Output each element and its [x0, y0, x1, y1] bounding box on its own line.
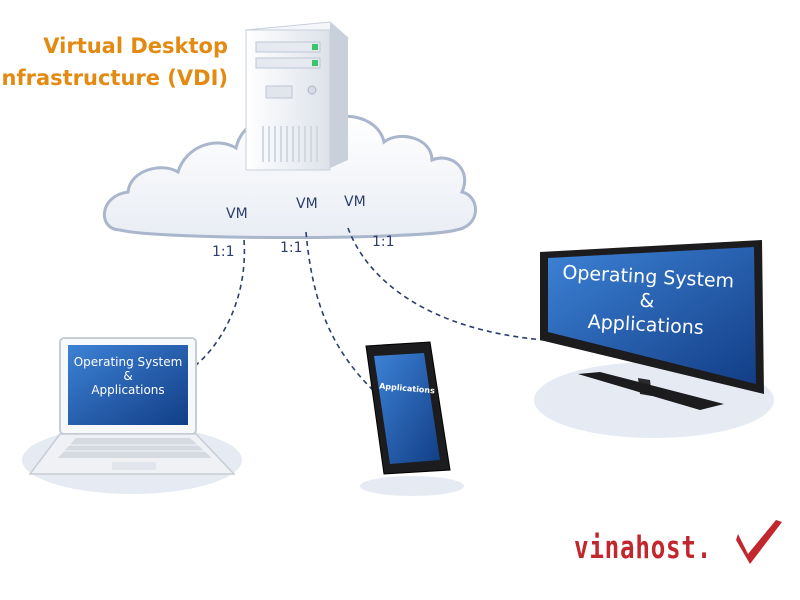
monitor-screen-text: Operating System & Applications — [550, 261, 743, 342]
connector-tablet — [305, 231, 379, 396]
laptop-line1: Operating System — [73, 355, 183, 369]
vm-label: VM — [296, 196, 318, 212]
laptop-icon — [28, 337, 236, 475]
laptop-line2: & — [123, 368, 133, 383]
ratio-label: 1:1 — [212, 244, 235, 260]
server-icon — [244, 21, 350, 171]
vinahost-logo: vinahost. — [574, 530, 713, 566]
connector-laptop — [195, 239, 246, 366]
vm-label: VM — [344, 194, 366, 210]
laptop-line3: Applications — [91, 382, 165, 397]
checkmark-icon — [736, 520, 782, 564]
diagram-title-line2: Infrastructure (VDI) — [0, 66, 228, 90]
tablet-icon — [365, 341, 451, 475]
ratio-label: 1:1 — [372, 234, 395, 250]
monitor-icon — [540, 240, 764, 410]
ratio-label: 1:1 — [280, 240, 303, 256]
vm-label: VM — [226, 206, 248, 222]
laptop-screen-text: Operating System & Applications — [68, 355, 188, 397]
tablet-shadow — [360, 476, 464, 496]
diagram-title-line1: Virtual Desktop — [43, 34, 228, 58]
connector-monitor — [347, 227, 545, 341]
cloud-shape — [103, 112, 477, 239]
